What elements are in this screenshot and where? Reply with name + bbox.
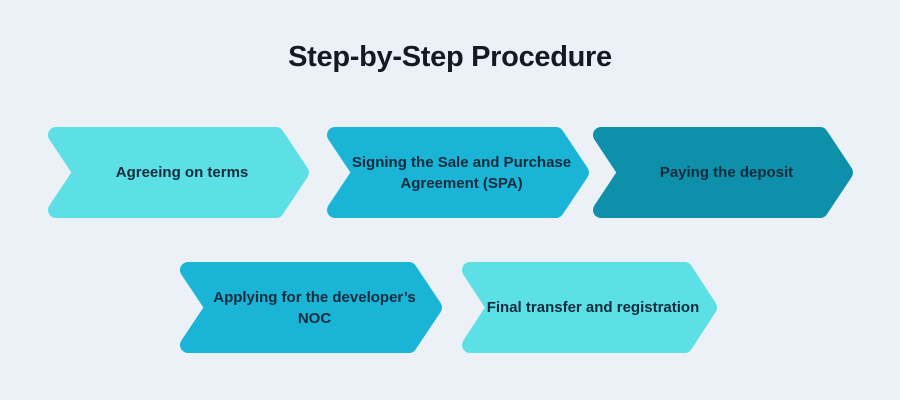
step-arrow-3: Paying the deposit [593, 127, 854, 218]
step-arrow-5: Final transfer and registration [462, 262, 718, 353]
arrow-shape [180, 262, 442, 353]
arrow-chevron-shape [593, 127, 854, 218]
arrow-chevron-shape [180, 262, 442, 353]
arrow-shape [462, 262, 718, 353]
step-label-wrap: Final transfer and registration [462, 262, 718, 353]
step-label-wrap: Applying for the developer’s NOC [180, 262, 443, 353]
page-title: Step-by-Step Procedure [288, 41, 612, 73]
step-label-wrap: Paying the deposit [593, 127, 854, 218]
step-label: Applying for the developer’s NOC [213, 288, 416, 327]
arrow-shape [327, 127, 589, 218]
step-label: Final transfer and registration [486, 299, 700, 316]
step-label: Paying the deposit [659, 164, 794, 181]
step-arrow-2: Signing the Sale and Purchase Agreement … [327, 127, 590, 218]
arrow-chevron-shape [462, 262, 718, 353]
arrow-chevron-shape [327, 127, 589, 218]
step-label: Agreeing on terms [115, 164, 249, 181]
step-arrow-1: Agreeing on terms [48, 127, 310, 218]
arrow-shape [48, 127, 309, 218]
step-arrow-4: Applying for the developer’s NOC [180, 262, 443, 353]
step-label-wrap: Agreeing on terms [48, 127, 310, 218]
step-label-wrap: Signing the Sale and Purchase Agreement … [327, 127, 590, 218]
step-label: Signing the Sale and Purchase Agreement … [351, 153, 572, 192]
arrow-chevron-shape [48, 127, 309, 218]
arrow-shape [593, 127, 854, 218]
